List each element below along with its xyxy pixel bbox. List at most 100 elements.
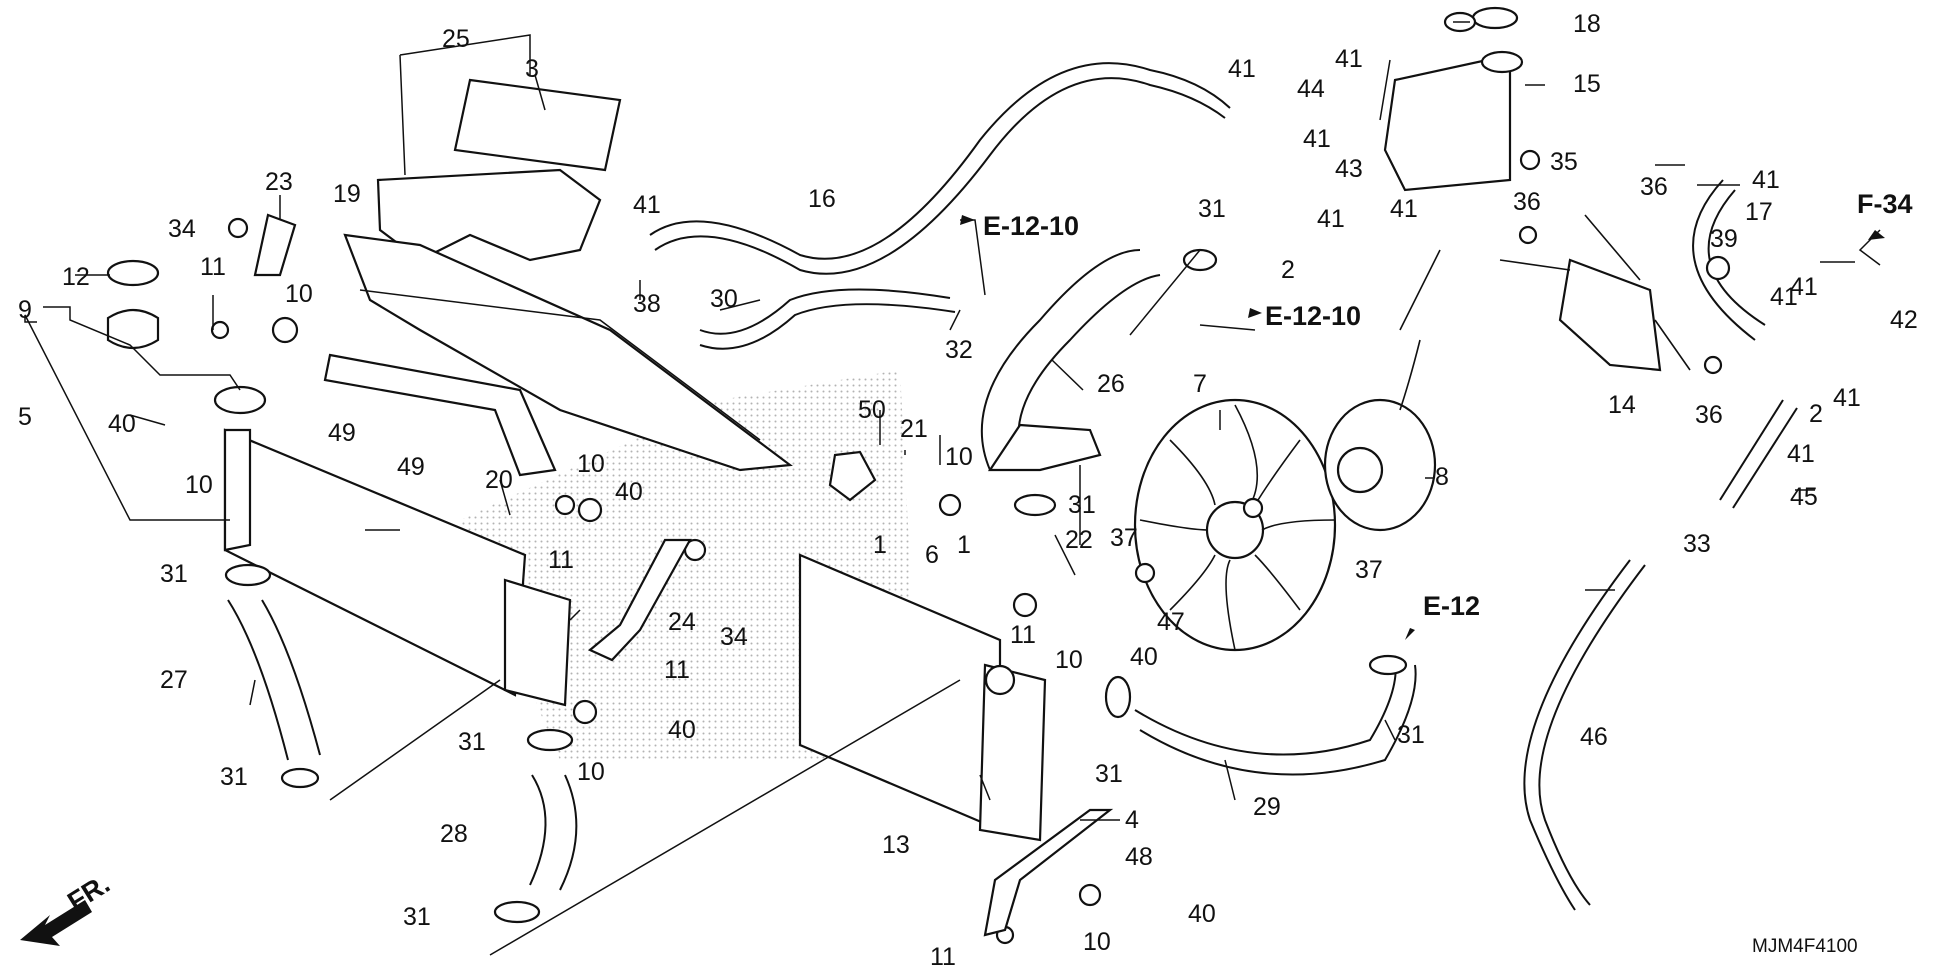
part-label-7: 7 — [1193, 370, 1207, 398]
part-label-28: 28 — [440, 820, 468, 848]
reference-arrows — [960, 215, 1885, 640]
part-label-49: 49 — [397, 453, 425, 481]
part-label-31: 31 — [1198, 195, 1226, 223]
part-label-41: 41 — [1790, 273, 1818, 301]
part-label-40: 40 — [108, 410, 136, 438]
part-label-41: 41 — [1335, 45, 1363, 73]
part-label-6: 6 — [925, 541, 939, 569]
part-number-labels: 1 1 2 2 3 4 5 6 7 8 9 10 10 10 10 10 10 … — [18, 10, 1918, 966]
part-label-1: 1 — [873, 531, 887, 559]
part-label-42: 42 — [1890, 306, 1918, 334]
reference-labels: E-12-10 E-12-10 E-12 F-34 — [983, 189, 1913, 621]
part-label-5: 5 — [18, 403, 32, 431]
part-label-41: 41 — [1228, 55, 1256, 83]
part-label-29: 29 — [1253, 793, 1281, 821]
part-label-11: 11 — [930, 943, 956, 966]
bracket-bar-part — [323, 353, 557, 477]
part-label-35: 35 — [1550, 148, 1578, 176]
part-label-9: 9 — [18, 296, 32, 324]
part-label-18: 18 — [1573, 10, 1601, 38]
part-label-11: 11 — [1010, 621, 1036, 649]
part-label-44: 44 — [1297, 75, 1325, 103]
part-label-22: 22 — [1065, 526, 1093, 554]
part-label-14: 14 — [1608, 391, 1636, 419]
part-label-36: 36 — [1640, 173, 1668, 201]
part-label-41: 41 — [1317, 205, 1345, 233]
part-label-34: 34 — [168, 215, 196, 243]
part-label-31: 31 — [458, 728, 486, 756]
part-label-49: 49 — [328, 419, 356, 447]
part-label-31: 31 — [1397, 721, 1425, 749]
part-label-20: 20 — [485, 466, 513, 494]
brackets — [253, 213, 1114, 937]
part-label-41: 41 — [1787, 440, 1815, 468]
part-label-48: 48 — [1125, 843, 1153, 871]
reservoir-tank-part — [1383, 50, 1524, 192]
part-label-24: 24 — [668, 608, 696, 636]
part-label-10: 10 — [945, 443, 973, 471]
part-label-19: 19 — [333, 180, 361, 208]
fan-part — [1133, 398, 1337, 652]
part-label-11: 11 — [664, 656, 690, 684]
reference-f34: F-34 — [1857, 189, 1913, 219]
part-label-39: 39 — [1710, 225, 1738, 253]
part-label-1: 1 — [957, 531, 971, 559]
part-label-43: 43 — [1335, 155, 1363, 183]
part-label-10: 10 — [577, 450, 605, 478]
part-label-3: 3 — [525, 55, 539, 83]
part-label-31: 31 — [220, 763, 248, 791]
part-label-31: 31 — [403, 903, 431, 931]
part-label-40: 40 — [668, 716, 696, 744]
part-label-33: 33 — [1683, 530, 1711, 558]
part-label-34: 34 — [720, 623, 748, 651]
part-label-12: 12 — [62, 263, 90, 291]
part-label-21: 21 — [900, 415, 928, 443]
part-label-41: 41 — [1833, 384, 1861, 412]
hoses — [227, 62, 1798, 911]
upper-cover-part — [376, 78, 622, 262]
left-radiator-part — [223, 428, 572, 707]
part-label-16: 16 — [808, 185, 836, 213]
part-label-41: 41 — [1390, 195, 1418, 223]
part-label-37: 37 — [1110, 524, 1138, 552]
part-label-23: 23 — [265, 168, 293, 196]
leader-lines — [24, 21, 1881, 956]
part-label-41: 41 — [1770, 283, 1798, 311]
part-label-36: 36 — [1513, 188, 1541, 216]
part-label-31: 31 — [1095, 760, 1123, 788]
part-label-4: 4 — [1125, 806, 1139, 834]
part-label-10: 10 — [1083, 928, 1111, 956]
shroud-part — [343, 233, 793, 472]
part-label-10: 10 — [577, 758, 605, 786]
reference-e12: E-12 — [1423, 591, 1480, 621]
part-label-2: 2 — [1281, 256, 1295, 284]
part-label-32: 32 — [945, 336, 973, 364]
part-label-38: 38 — [633, 290, 661, 318]
part-label-50: 50 — [858, 396, 886, 424]
part-label-37: 37 — [1355, 556, 1383, 584]
part-label-10: 10 — [285, 280, 313, 308]
part-label-27: 27 — [160, 666, 188, 694]
part-label-31: 31 — [1068, 491, 1096, 519]
part-label-45: 45 — [1790, 483, 1818, 511]
part-label-25: 25 — [442, 25, 470, 53]
reference-e12-10-middle: E-12-10 — [1265, 301, 1361, 331]
part-label-47: 47 — [1157, 608, 1185, 636]
part-label-41: 41 — [1752, 166, 1780, 194]
part-label-8: 8 — [1435, 463, 1449, 491]
part-label-13: 13 — [882, 831, 910, 859]
part-label-41: 41 — [1303, 125, 1331, 153]
part-label-30: 30 — [710, 285, 738, 313]
part-label-36: 36 — [1695, 401, 1723, 429]
part-label-10: 10 — [1055, 646, 1083, 674]
part-label-31: 31 — [160, 560, 188, 588]
part-label-11: 11 — [548, 546, 574, 574]
part-label-26: 26 — [1097, 370, 1125, 398]
fan-motor-part — [1323, 249, 1441, 532]
part-label-46: 46 — [1580, 723, 1608, 751]
part-label-17: 17 — [1745, 198, 1773, 226]
front-arrow — [20, 900, 92, 946]
right-radiator-part — [798, 553, 1047, 842]
part-label-15: 15 — [1573, 70, 1601, 98]
